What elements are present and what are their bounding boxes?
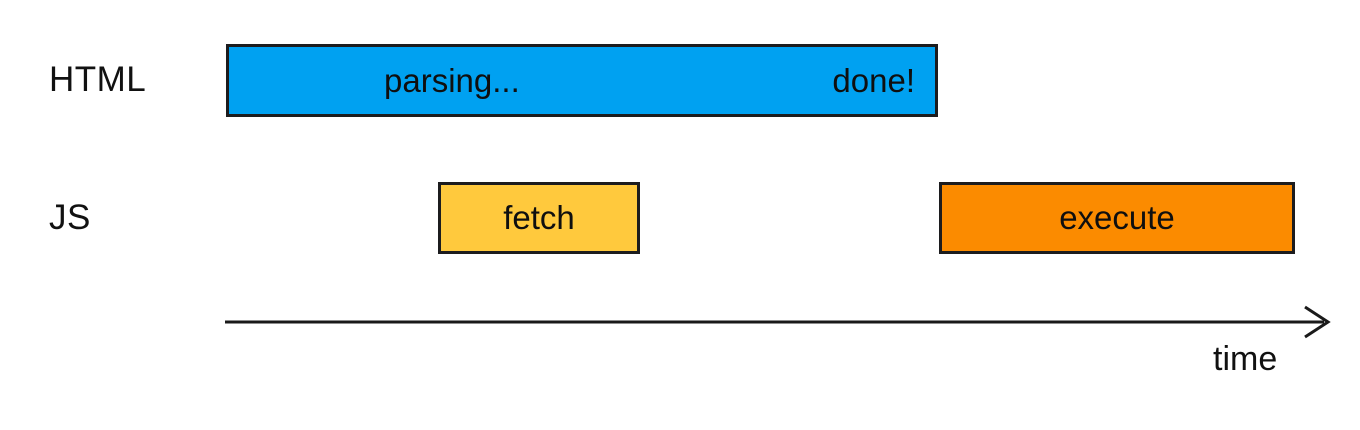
fetch-label: fetch — [503, 199, 575, 236]
done-label: done! — [832, 61, 915, 99]
time-axis-label: time — [1213, 340, 1278, 378]
html-parsing-bar: parsing... done! — [226, 44, 938, 117]
js-fetch-bar: fetch — [438, 182, 640, 254]
parsing-label: parsing... — [384, 61, 520, 99]
js-execute-bar: execute — [939, 182, 1295, 254]
time-axis-arrow-icon — [225, 305, 1331, 339]
row-label-js: JS — [49, 198, 91, 237]
row-label-html: HTML — [49, 60, 147, 99]
arrowhead-chevron — [1304, 305, 1331, 339]
execute-label: execute — [1059, 199, 1175, 236]
